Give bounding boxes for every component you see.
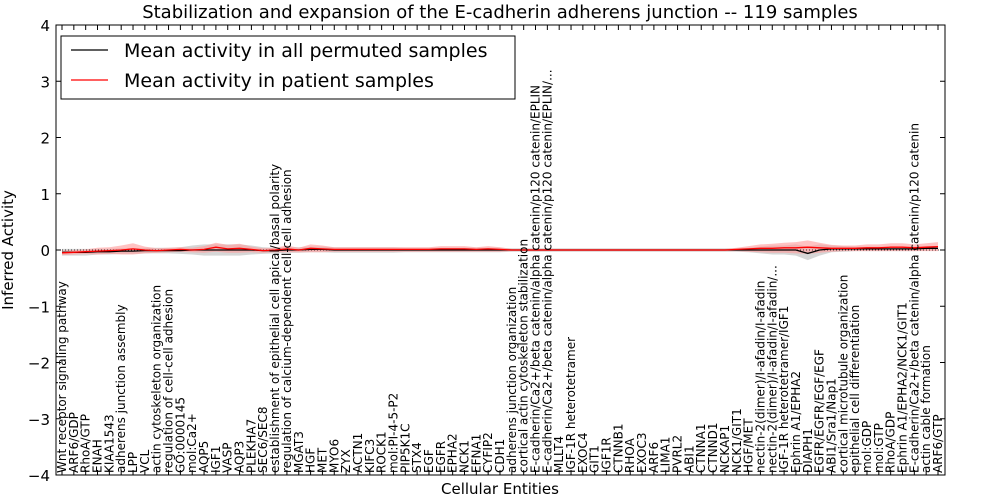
x-tick-label: EGF bbox=[422, 449, 436, 473]
x-tick-label: MYO6 bbox=[327, 439, 341, 473]
x-tick-label: VASP bbox=[221, 442, 235, 473]
x-tick-label: actin cable formation bbox=[919, 345, 933, 473]
x-tick-label: mol:GDP bbox=[860, 421, 874, 473]
x-tick-label: LPP bbox=[126, 452, 140, 473]
x-tick-label: establishment of epithelial cell apical/… bbox=[268, 164, 282, 473]
x-tick-label: cortical actin cytoskeleton stabilizatio… bbox=[517, 239, 531, 473]
x-tick-label: cortical microtubule organization bbox=[836, 275, 850, 473]
x-tick-label: ZYX bbox=[339, 449, 353, 473]
x-tick-label: nectin-2(dimer)/I-afadin/I-afadin bbox=[753, 281, 767, 473]
x-tick-label: ABI1/Sra1/Nap1 bbox=[824, 378, 838, 473]
patient-band bbox=[62, 240, 938, 256]
x-tick-label: EGFR bbox=[434, 441, 448, 473]
x-tick-label: EPHA2 bbox=[446, 433, 460, 473]
x-tick-label: PVRL2 bbox=[671, 435, 685, 473]
x-tick-label: mol:Ca2+ bbox=[185, 413, 199, 473]
x-tick-label: ACTN1 bbox=[351, 433, 365, 473]
legend-label-permuted: Mean activity in all permuted samples bbox=[124, 40, 487, 62]
x-tick-label: IGF1 bbox=[209, 446, 223, 473]
y-tick-label: −2 bbox=[28, 355, 50, 373]
y-tick-label: 3 bbox=[40, 73, 50, 91]
y-axis-label: Inferred Activity bbox=[0, 190, 17, 310]
x-tick-label: NCK1/GIT1 bbox=[730, 408, 744, 473]
x-tick-label: IGF-1R heterotetramer/IGF1 bbox=[777, 306, 791, 473]
x-tick-label: AQP5 bbox=[197, 441, 211, 473]
x-tick-label: KIAA1543 bbox=[102, 414, 116, 473]
x-tick-label: PLEKHA7 bbox=[244, 419, 258, 473]
y-tick-label: −4 bbox=[28, 467, 50, 485]
x-tick-label: IGF-1R heterotetramer bbox=[564, 337, 578, 473]
x-tick-label: NCKAP1 bbox=[718, 425, 732, 473]
x-tick-label: LIMA1 bbox=[659, 437, 673, 473]
x-tick-label: CDH1 bbox=[493, 439, 507, 473]
x-tick-label: mol:GTP bbox=[872, 423, 886, 473]
x-tick-label: regulation of calcium-dependent cell-cel… bbox=[280, 169, 294, 473]
y-tick-label: 2 bbox=[40, 130, 50, 148]
x-tick-label: CTNNA1 bbox=[694, 423, 708, 473]
x-tick-label: MGAT3 bbox=[292, 431, 306, 473]
x-tick-label: E-cadherin/Ca2+/beta catenin/alpha caten… bbox=[907, 123, 921, 473]
x-tick-label: ROCK1 bbox=[375, 431, 389, 473]
legend-label-patient: Mean activity in patient samples bbox=[124, 70, 434, 92]
x-tick-label: ARF6/GDP bbox=[67, 412, 81, 473]
x-tick-label: EXOC3 bbox=[635, 433, 649, 474]
x-tick-label: VCL bbox=[138, 449, 152, 473]
x-tick-label: STX4 bbox=[410, 442, 424, 473]
x-tick-label: AQP3 bbox=[233, 441, 247, 473]
y-tick-label: 1 bbox=[40, 186, 50, 204]
x-tick-label: actin cytoskeleton organization bbox=[150, 285, 164, 473]
x-tick-label: RHOA bbox=[623, 437, 637, 473]
x-tick-label: mol:PI-4-5-P2 bbox=[386, 393, 400, 473]
x-tick-label: CTNND1 bbox=[706, 422, 720, 473]
x-tick-label: Wnt receptor signaling pathway bbox=[55, 281, 69, 473]
x-tick-label: Ephrin A1/EPHA2 bbox=[789, 371, 803, 473]
x-tick-label: GO:0000145 bbox=[173, 397, 187, 473]
x-tick-label: ABI1 bbox=[682, 445, 696, 473]
y-tick-label: 0 bbox=[40, 242, 50, 260]
x-tick-label: IGF1R bbox=[600, 437, 614, 473]
x-tick-label: Ephrin A1/EPHA2/NCK1/GIT1 bbox=[895, 302, 909, 473]
x-tick-label: adherens junction organization bbox=[505, 287, 519, 473]
y-tick-label: −1 bbox=[28, 298, 50, 316]
x-tick-label: EFNA1 bbox=[469, 434, 483, 473]
x-tick-label: MET bbox=[315, 447, 329, 473]
x-tick-label: EGFR/EGFR/EGF/EGF bbox=[813, 349, 827, 473]
x-tick-label: EXOC4 bbox=[576, 433, 590, 474]
y-tick-label: 4 bbox=[40, 17, 50, 35]
y-tick-label: −3 bbox=[28, 411, 50, 429]
chart-legend: Mean activity in all permuted samples Me… bbox=[60, 35, 516, 100]
x-tick-label: CYFIP2 bbox=[481, 432, 495, 473]
x-tick-label: E-cadherin/Ca2+/beta catenin/alpha caten… bbox=[529, 85, 543, 473]
patient-mean-line bbox=[61, 245, 939, 254]
x-tick-label: MLLT4 bbox=[552, 436, 566, 473]
x-tick-label: nectin-2(dimer)/I-afadin/I-afadin/... bbox=[765, 265, 779, 473]
x-tick-label: SEC6/SEC8 bbox=[256, 407, 270, 473]
x-tick-label: CTNNB1 bbox=[611, 423, 625, 473]
x-tick-label: HGF/MET bbox=[742, 418, 756, 473]
x-axis-label: Cellular Entities bbox=[441, 480, 559, 498]
x-tick-label: RhoA/GTP bbox=[79, 414, 93, 473]
x-tick-label: E-cadherin/Ca2+/beta catenin/alpha caten… bbox=[540, 69, 554, 473]
x-tick-label: GIT1 bbox=[588, 445, 602, 473]
x-tick-label: ARF6 bbox=[647, 442, 661, 473]
x-tick-label: HGF bbox=[304, 448, 318, 473]
x-tick-label: regulation of cell-cell adhesion bbox=[162, 289, 176, 473]
x-tick-label: PIP5K1C bbox=[398, 423, 412, 473]
x-tick-label: NCK1 bbox=[457, 440, 471, 473]
x-tick-label: RhoA/GDP bbox=[884, 412, 898, 473]
x-tick-label: KIFC3 bbox=[363, 439, 377, 473]
legend-frame bbox=[60, 35, 516, 100]
x-tick-label: DIAPH1 bbox=[801, 428, 815, 473]
chart-title: Stabilization and expansion of the E-cad… bbox=[142, 2, 858, 23]
x-tick-label: epithelial cell differentiation bbox=[848, 305, 862, 473]
x-tick-label: ARF6/GTP bbox=[931, 414, 945, 473]
x-tick-label: adherens junction assembly bbox=[114, 304, 128, 473]
x-tick-label: ENAH bbox=[91, 439, 105, 473]
